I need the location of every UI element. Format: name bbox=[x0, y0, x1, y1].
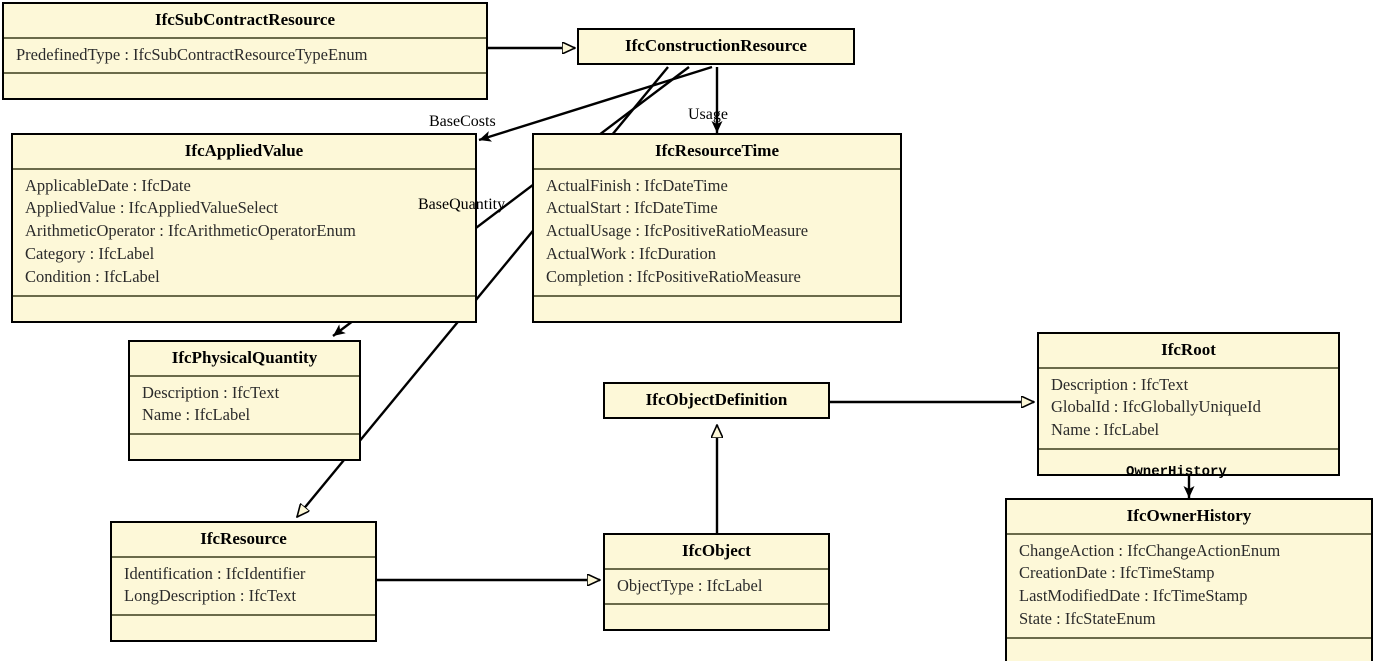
class-title: IfcAppliedValue bbox=[184, 141, 304, 160]
class-box-ifcownerhistory[interactable]: IfcOwnerHistory ChangeAction : IfcChange… bbox=[1005, 498, 1373, 661]
class-box-ifcsubcontractresource[interactable]: IfcSubContractResource PredefinedType : … bbox=[2, 2, 488, 101]
class-attributes: ActualFinish : IfcDateTime ActualStart :… bbox=[534, 167, 900, 295]
attribute-row: Completion : IfcPositiveRatioMeasure bbox=[546, 266, 801, 286]
class-operations bbox=[4, 72, 486, 98]
attribute-row: Description : IfcText bbox=[142, 382, 280, 402]
class-box-ifcappliedvalue[interactable]: IfcAppliedValue ApplicableDate : IfcDate… bbox=[11, 133, 477, 323]
class-attributes: Description : IfcText GlobalId : IfcGlob… bbox=[1039, 366, 1338, 448]
class-box-ifcroot[interactable]: IfcRoot Description : IfcText GlobalId :… bbox=[1037, 332, 1340, 476]
class-operations bbox=[534, 294, 900, 321]
class-attributes: ApplicableDate : IfcDate AppliedValue : … bbox=[13, 167, 475, 295]
class-box-ifcobject[interactable]: IfcObject ObjectType : IfcLabel bbox=[603, 533, 830, 632]
class-title: IfcObjectDefinition bbox=[645, 390, 788, 409]
class-operations bbox=[112, 614, 375, 640]
class-attributes: Identification : IfcIdentifier LongDescr… bbox=[112, 555, 375, 615]
attribute-row: PredefinedType : IfcSubContractResourceT… bbox=[16, 44, 368, 64]
edge-label-basecosts: BaseCosts bbox=[429, 113, 496, 130]
attribute-row: Description : IfcText bbox=[1051, 374, 1189, 394]
class-box-ifcobjectdefinition[interactable]: IfcObjectDefinition bbox=[603, 382, 830, 419]
attribute-row: ActualFinish : IfcDateTime bbox=[546, 175, 728, 195]
class-box-ifcconstructionresource[interactable]: IfcConstructionResource bbox=[577, 28, 855, 65]
edge-label-basequantity: BaseQuantity bbox=[418, 196, 506, 213]
attribute-row: Condition : IfcLabel bbox=[25, 266, 160, 286]
class-title: IfcConstructionResource bbox=[625, 36, 807, 55]
attribute-row: Name : IfcLabel bbox=[142, 405, 251, 425]
class-attributes: ChangeAction : IfcChangeActionEnum Creat… bbox=[1007, 532, 1371, 637]
class-box-ifcresourcetime[interactable]: IfcResourceTime ActualFinish : IfcDateTi… bbox=[532, 133, 902, 323]
attribute-row: ActualUsage : IfcPositiveRatioMeasure bbox=[546, 221, 809, 241]
class-title: IfcRoot bbox=[1161, 340, 1216, 359]
attribute-row: LongDescription : IfcText bbox=[124, 586, 297, 606]
class-attributes: ObjectType : IfcLabel bbox=[605, 567, 828, 604]
attribute-row: ActualStart : IfcDateTime bbox=[546, 198, 718, 218]
class-box-ifcphysicalquantity[interactable]: IfcPhysicalQuantity Description : IfcTex… bbox=[128, 340, 361, 462]
class-operations bbox=[130, 433, 359, 459]
class-title: IfcObject bbox=[682, 541, 751, 560]
attribute-row: GlobalId : IfcGloballyUniqueId bbox=[1051, 397, 1261, 417]
attribute-row: Name : IfcLabel bbox=[1051, 420, 1160, 440]
attribute-row: ObjectType : IfcLabel bbox=[617, 575, 763, 595]
class-operations bbox=[1039, 447, 1338, 474]
class-title: IfcResourceTime bbox=[654, 141, 779, 160]
class-title: IfcOwnerHistory bbox=[1126, 506, 1252, 525]
edge-constructionresource-to-appliedvalue bbox=[478, 65, 713, 142]
class-box-ifcresource[interactable]: IfcResource Identification : IfcIdentifi… bbox=[110, 521, 377, 643]
attribute-row: State : IfcStateEnum bbox=[1019, 608, 1156, 628]
edge-label-ownerhistory: OwnerHistory bbox=[1126, 464, 1227, 480]
attribute-row: LastModifiedDate : IfcTimeStamp bbox=[1019, 586, 1248, 606]
attribute-row: ChangeAction : IfcChangeActionEnum bbox=[1019, 540, 1281, 560]
class-operations bbox=[605, 603, 828, 629]
attribute-row: Category : IfcLabel bbox=[25, 243, 155, 263]
attribute-row: CreationDate : IfcTimeStamp bbox=[1019, 563, 1215, 583]
class-title: IfcResource bbox=[200, 529, 287, 548]
attribute-row: AppliedValue : IfcAppliedValueSelect bbox=[25, 198, 278, 218]
class-title: IfcPhysicalQuantity bbox=[171, 348, 318, 367]
class-attributes: Description : IfcText Name : IfcLabel bbox=[130, 374, 359, 434]
edge-label-usage: Usage bbox=[688, 106, 728, 123]
attribute-row: ActualWork : IfcDuration bbox=[546, 243, 717, 263]
class-title: IfcSubContractResource bbox=[154, 10, 336, 29]
class-operations bbox=[1007, 636, 1371, 661]
attribute-row: Identification : IfcIdentifier bbox=[124, 563, 306, 583]
attribute-row: ArithmeticOperator : IfcArithmeticOperat… bbox=[25, 221, 356, 241]
class-operations bbox=[13, 294, 475, 321]
attribute-row: ApplicableDate : IfcDate bbox=[25, 175, 191, 195]
class-attributes: PredefinedType : IfcSubContractResourceT… bbox=[4, 36, 486, 73]
